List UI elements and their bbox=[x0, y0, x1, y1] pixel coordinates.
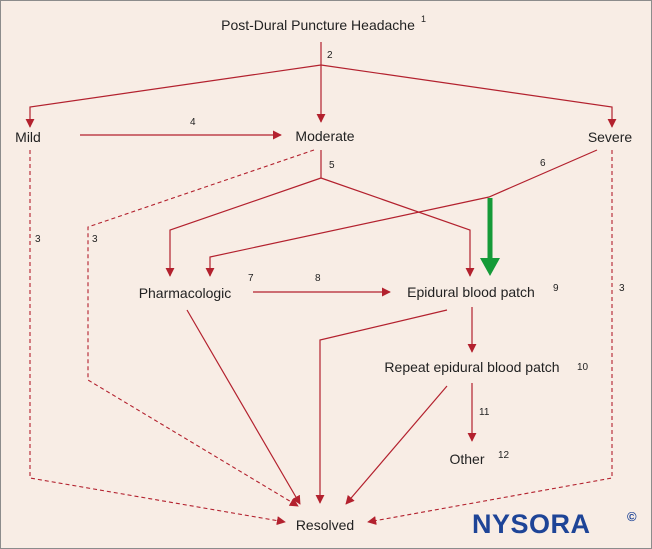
edge-mild-to-resolved-dashed bbox=[29, 150, 286, 526]
edge-severe-to-pharmacologic bbox=[205, 149, 598, 277]
node-other-note: 12 bbox=[498, 450, 510, 461]
nysora-logo: NYSORA bbox=[472, 509, 591, 539]
node-repeat-note: 10 bbox=[577, 362, 589, 373]
edge-label-pharmacologic-left: 7 bbox=[248, 273, 254, 284]
edge-severe-to-resolved-dashed bbox=[367, 150, 613, 525]
node-moderate-label: Moderate bbox=[295, 128, 354, 144]
edge-label-root-split: 2 bbox=[327, 50, 333, 61]
node-resolved-label: Resolved bbox=[296, 517, 354, 533]
node-other-label: Other bbox=[449, 451, 484, 467]
node-severe-label: Severe bbox=[588, 129, 633, 145]
node-root-note: 1 bbox=[421, 14, 426, 24]
edge-label-mild-moderate: 4 bbox=[190, 117, 196, 128]
edge-moderate-to-resolved-dashed bbox=[87, 149, 315, 507]
edge-root-to-mild bbox=[25, 64, 322, 128]
node-root-label: Post-Dural Puncture Headache bbox=[221, 17, 415, 33]
node-repeat-label: Repeat epidural blood patch bbox=[384, 359, 559, 375]
edge-label-moderate-resolved: 3 bbox=[92, 234, 98, 245]
edge-pharmacologic-to-resolved bbox=[186, 309, 301, 505]
edge-label-severe-resolved: 3 bbox=[619, 283, 625, 294]
edge-moderate-to-pharmacologic bbox=[165, 177, 322, 277]
edge-label-mild-resolved: 3 bbox=[35, 234, 41, 245]
node-pharmacologic-label: Pharmacologic bbox=[139, 285, 232, 301]
node-epidural-note: 9 bbox=[553, 283, 559, 294]
edge-root-to-severe bbox=[320, 64, 617, 128]
edge-label-severe-split: 6 bbox=[540, 158, 546, 169]
node-mild-label: Mild bbox=[15, 129, 41, 145]
node-epidural-label: Epidural blood patch bbox=[407, 284, 535, 300]
edge-label-moderate-split: 5 bbox=[329, 160, 335, 171]
nysora-logo-mark: © bbox=[627, 509, 637, 524]
edge-epidural-to-resolved bbox=[315, 309, 448, 504]
edge-repeat-to-resolved bbox=[345, 385, 448, 505]
edge-moderate-to-epidural bbox=[320, 177, 475, 277]
edge-label-repeat-other: 11 bbox=[479, 407, 490, 418]
edge-severe-to-epidural-arrowhead bbox=[480, 258, 500, 276]
edge-label-pharmacologic-epidural: 8 bbox=[315, 273, 321, 284]
